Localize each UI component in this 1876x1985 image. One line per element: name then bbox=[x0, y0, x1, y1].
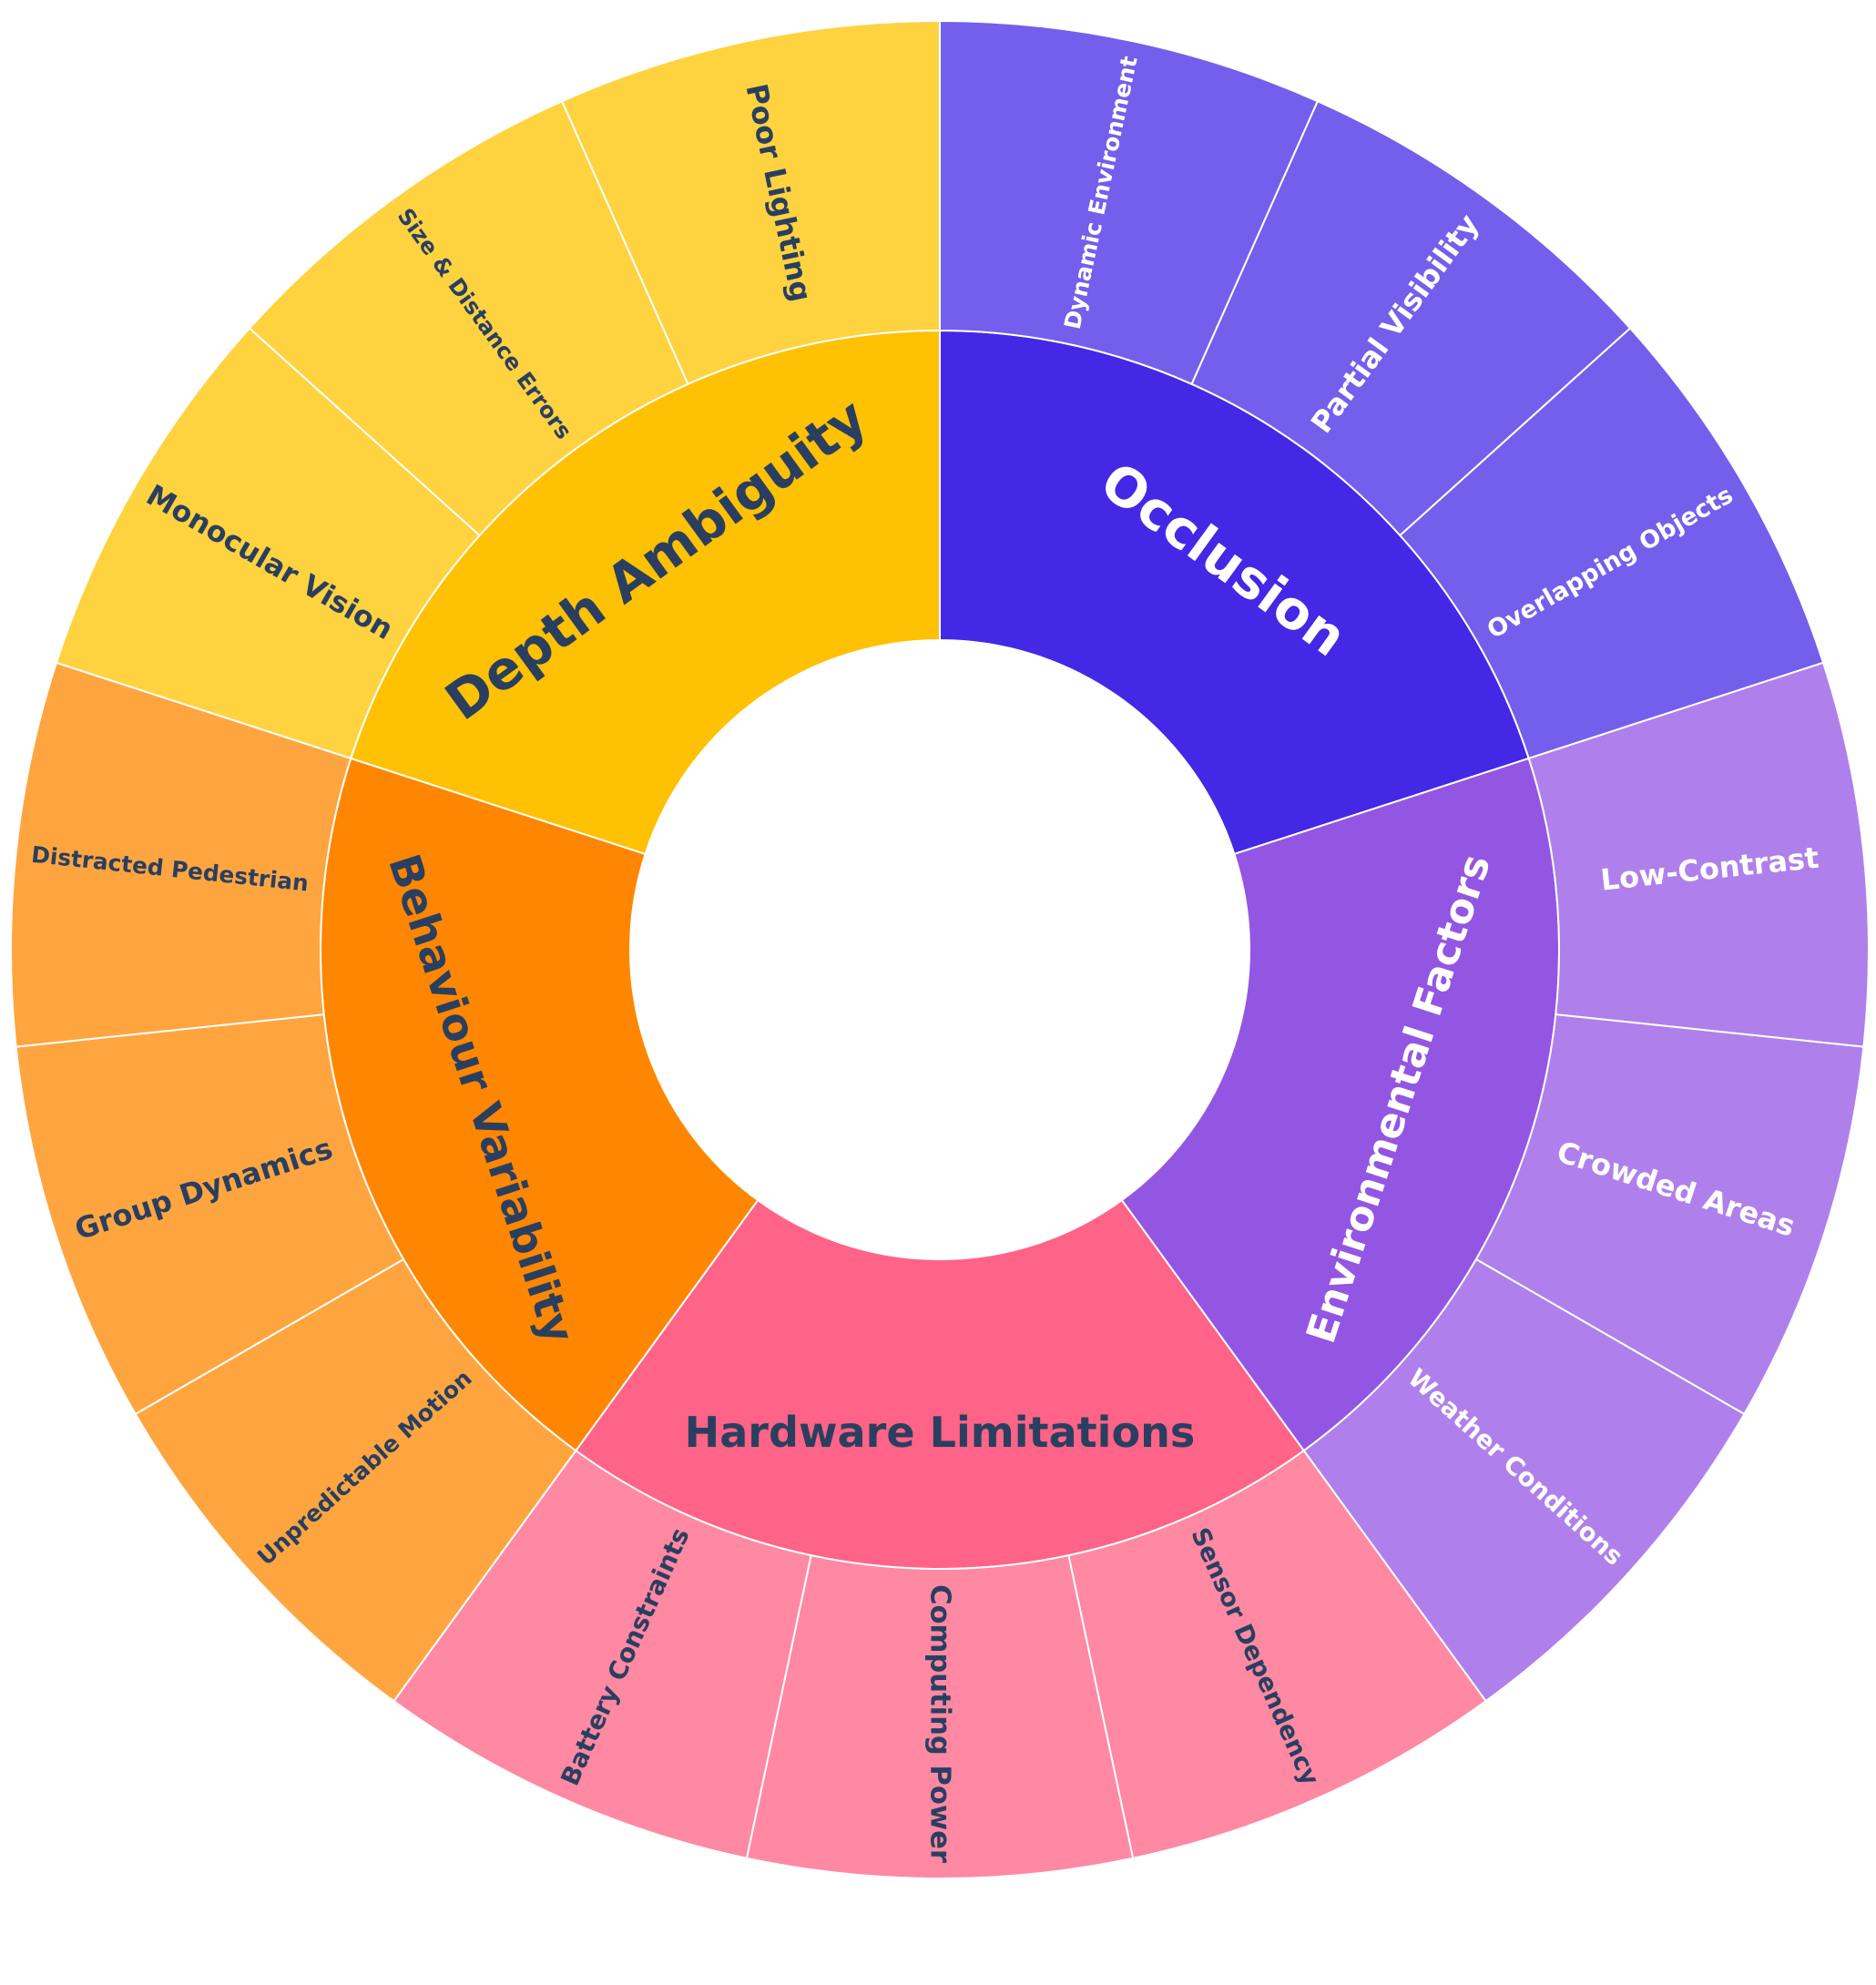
segment-poor-lighting[interactable] bbox=[560, 19, 941, 386]
label-hardware-limitations: Hardware Limitations bbox=[685, 1408, 1196, 1457]
label-computing-power: Computing Power bbox=[924, 1584, 956, 1863]
sunburst-segments bbox=[10, 19, 1870, 1879]
